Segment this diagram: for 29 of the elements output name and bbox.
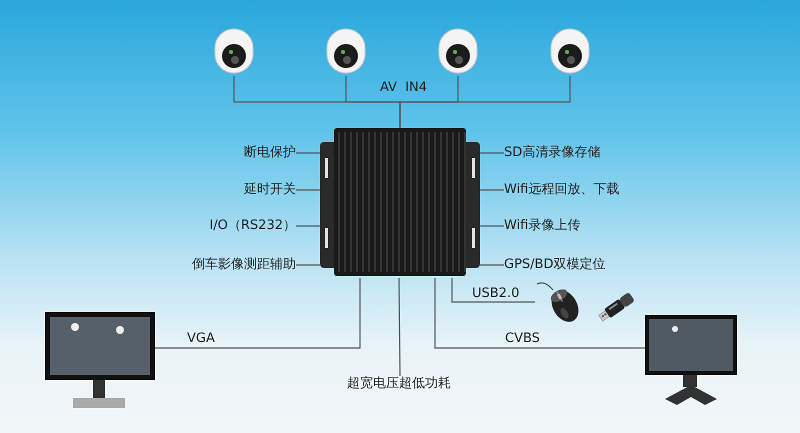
feature-label: 超宽电压超低功耗 [335,376,463,394]
connector-line [451,278,535,303]
feature-label: 延时开关 [200,182,296,198]
edge-label: CVBS [504,331,541,347]
connector-line [296,225,320,227]
feature-label: SD高清录像存储 [504,145,644,161]
desktop-monitor-drawing [45,312,155,410]
connector-line [398,278,401,376]
edge-label: AV IN4 [379,80,428,96]
car-monitor-drawing [645,315,737,407]
connector-line [296,189,320,191]
feature-label: Wifi录像上传 [504,218,624,234]
edge-label: VGA [186,331,216,347]
feature-label: Wifi远程回放、下载 [504,182,664,198]
feature-label: GPS/BD双模定位 [504,257,654,273]
connector-line [155,278,361,349]
connector-line [480,152,504,154]
connector-line [399,76,571,128]
connector-line [296,264,320,266]
video-recorder-drawing [320,128,480,278]
connector-line [296,152,320,154]
connector-line [480,189,504,191]
connector-line [434,278,645,349]
feature-label: I/O（RS232） [170,218,296,234]
feature-label: 倒车影像测距辅助 [150,257,296,273]
edge-label: USB2.0 [471,286,520,302]
feature-label: 断电保护 [200,145,296,161]
connector-line [480,264,504,266]
connector-line [480,225,504,227]
